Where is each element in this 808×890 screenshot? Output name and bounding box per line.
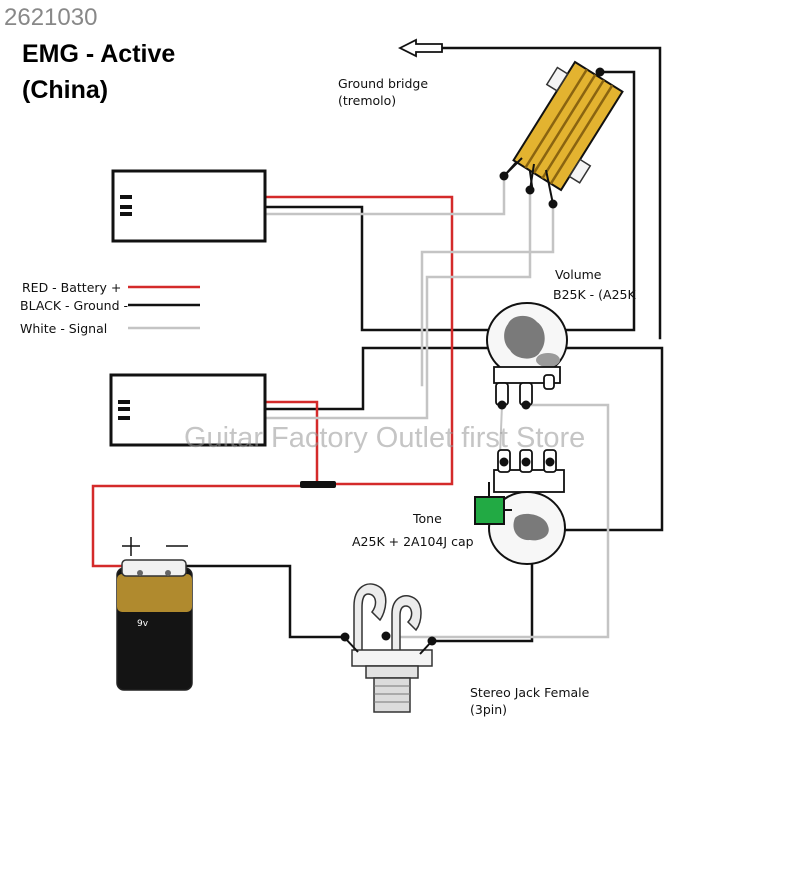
ground-bridge-label-line1: Ground bridge xyxy=(338,76,429,91)
volume-label: Volume B25K - (A25K xyxy=(553,266,636,303)
diagram-title-line2: (China) xyxy=(22,76,109,104)
wire-red-battery xyxy=(91,484,308,568)
bottom-pickup-terminal-black xyxy=(118,407,130,411)
wire-red-top-pickup xyxy=(118,195,454,486)
diagram-title-line1: EMG - Active xyxy=(22,40,176,68)
ground-arrow-icon xyxy=(397,38,443,58)
battery-voltage-label: 9v xyxy=(137,619,149,629)
red-wire-splice xyxy=(300,481,336,488)
top-pickup-terminal-white xyxy=(120,212,132,216)
top-pickup xyxy=(111,169,267,243)
volume-label-line1: Volume xyxy=(555,267,602,282)
image-id-number: 2621030 xyxy=(4,4,98,31)
wire-white-bridge-volume xyxy=(420,202,555,387)
jack-label: Stereo Jack Female (3pin) xyxy=(470,684,589,718)
legend-red-label: RED - Battery + xyxy=(22,280,122,295)
wire-white-volume-jack xyxy=(398,403,610,639)
tone-label-line2: A25K + 2A104J cap xyxy=(352,534,474,549)
battery xyxy=(116,559,193,691)
ground-bridge-label: Ground bridge (tremolo) xyxy=(338,75,428,109)
wire-black-battery-jack xyxy=(173,564,347,639)
legend-black-label: BLACK - Ground - xyxy=(20,298,129,313)
wire-white-bottom-pickup xyxy=(118,188,532,420)
battery-plus-sign: + xyxy=(120,530,121,531)
top-pickup-terminal-red xyxy=(120,195,132,199)
volume-label-line2: B25K - (A25K xyxy=(553,287,636,302)
bridge-lug-1 xyxy=(499,171,509,181)
jack-label-line1: Stereo Jack Female xyxy=(470,685,590,700)
jack-label-line2: (3pin) xyxy=(470,702,508,717)
bottom-pickup-terminal-white xyxy=(118,416,130,420)
tone-label-line1: Tone xyxy=(413,511,442,526)
store-watermark: Guitar Factory Outlet first Store xyxy=(184,422,586,454)
wire-black-ground-arrow xyxy=(438,46,662,340)
bridge-lug-3 xyxy=(548,199,558,209)
bottom-pickup xyxy=(109,373,267,447)
tone-capacitor xyxy=(474,496,505,525)
ground-bridge-label-line2: (tremolo) xyxy=(338,93,397,108)
legend-white-label: White - Signal xyxy=(20,321,108,336)
bridge-lug-2 xyxy=(525,185,535,195)
ground-bridge-tremolo xyxy=(512,60,624,192)
bridge-ground-lug xyxy=(595,67,605,77)
battery-minus-sign: — xyxy=(166,530,167,531)
wire-black-bridge-ground xyxy=(558,70,636,332)
diagram-title: EMG - Active (China) xyxy=(22,36,175,108)
stereo-jack xyxy=(340,583,437,713)
top-pickup-terminal-black xyxy=(120,205,132,209)
volume-pot xyxy=(486,302,568,410)
bottom-pickup-terminal-red xyxy=(118,400,130,404)
